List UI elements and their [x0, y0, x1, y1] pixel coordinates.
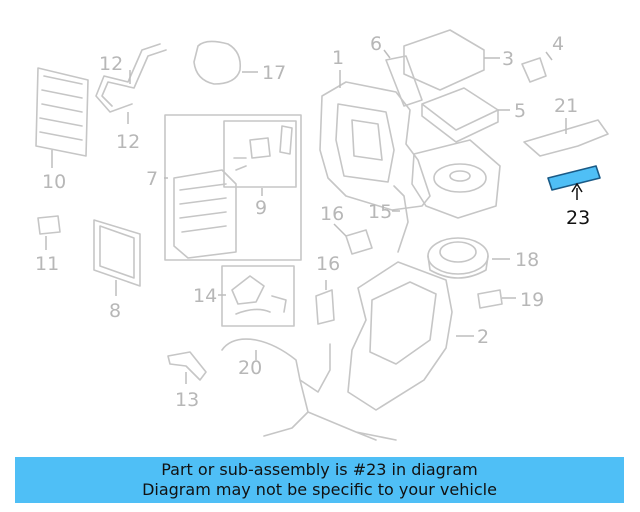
callout-19: 18	[515, 249, 539, 271]
callout-11: 11	[35, 253, 59, 275]
banner-line-1: Part or sub-assembly is #23 in diagram	[161, 460, 478, 479]
callout-7: 7	[146, 168, 158, 190]
callout-14: 15	[368, 201, 392, 223]
callout-22: 21	[554, 95, 578, 117]
callout-1: 1	[332, 47, 344, 69]
part-11-clip	[37, 215, 61, 250]
callout-5: 5	[514, 100, 526, 122]
callout-16: 16	[320, 203, 344, 225]
part-17-actuator	[315, 280, 335, 325]
part-2-lower-housing	[347, 261, 474, 411]
part-18-cover	[193, 40, 258, 85]
part-22-duct	[523, 118, 609, 157]
part-blower-housing	[411, 139, 501, 219]
part-13-bracket	[167, 351, 207, 384]
part-14-sensor	[392, 185, 409, 253]
part-10-heater-core	[35, 67, 89, 168]
part-5-filter	[421, 87, 510, 143]
part-15-actuator-group	[218, 265, 295, 327]
part-12-pipes	[95, 43, 167, 124]
callout-21: 20	[238, 357, 262, 379]
callout-18: 17	[262, 62, 286, 84]
info-banner: Part or sub-assembly is #23 in diagram D…	[15, 457, 624, 503]
callout-9: 9	[255, 197, 267, 219]
callout-4: 4	[552, 33, 564, 55]
callout-23: 23	[566, 207, 590, 229]
callout-13: 13	[175, 389, 199, 411]
part-20-sensor	[477, 289, 516, 309]
banner-line-2: Diagram may not be specific to your vehi…	[142, 480, 497, 499]
part-1-housing	[319, 70, 431, 211]
part-8-frame	[93, 219, 141, 296]
callout-10: 10	[42, 171, 66, 193]
callout-2: 2	[477, 326, 489, 348]
part-19-blower-motor	[427, 237, 510, 279]
callout-8: 8	[109, 300, 121, 322]
part-7-evaporator-group	[164, 114, 302, 261]
callout-15: 14	[193, 285, 217, 307]
callout-12a: 12	[99, 53, 123, 75]
part-21-wiring	[221, 338, 397, 441]
part-23-seal	[547, 165, 601, 200]
part-4-clip	[521, 51, 553, 83]
callout-6: 6	[370, 33, 382, 55]
part-6-3-covers	[383, 29, 500, 107]
part-16-actuator	[333, 223, 373, 255]
callout-17: 16	[316, 253, 340, 275]
callout-12b: 12	[116, 131, 140, 153]
callout-20: 19	[520, 289, 544, 311]
callout-3: 3	[502, 48, 514, 70]
